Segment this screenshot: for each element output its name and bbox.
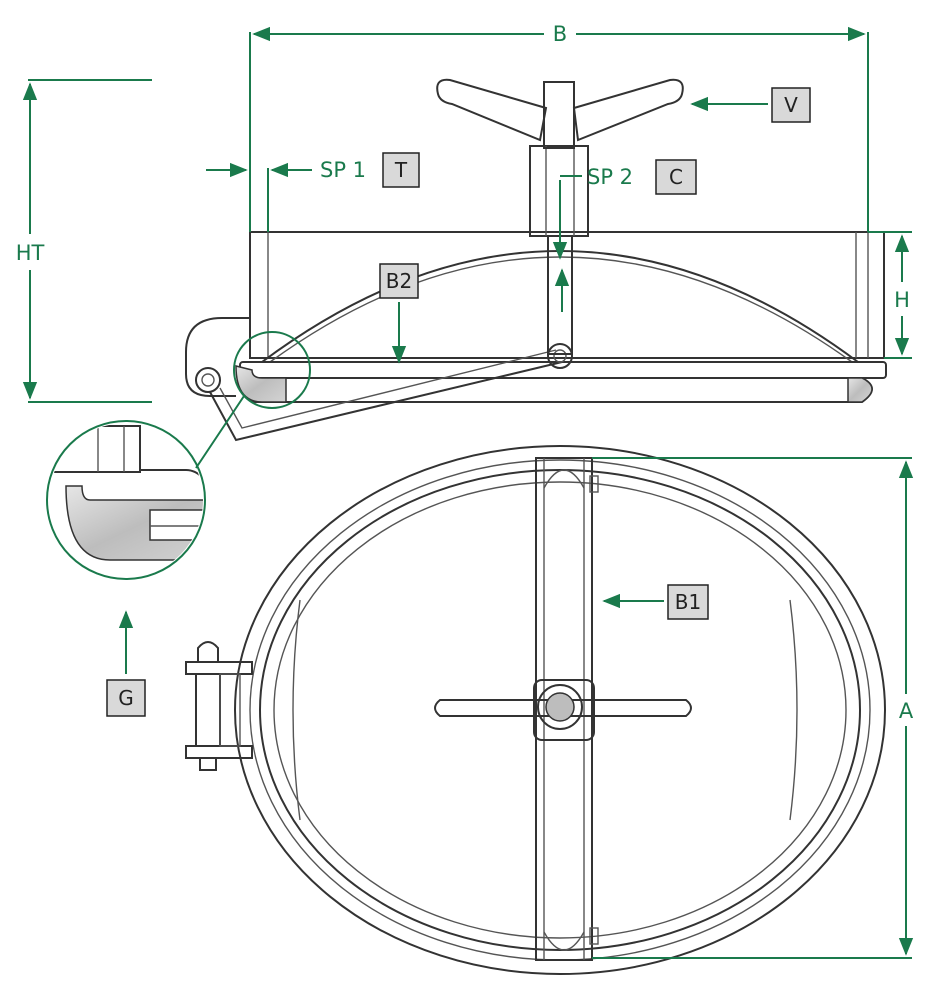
label-h: H (894, 288, 910, 312)
side-view (185, 78, 887, 442)
crossbar-tab-top (589, 475, 599, 493)
hinge-plate-bottom (185, 745, 253, 759)
dimensions (22, 26, 914, 959)
label-v: V (784, 93, 798, 117)
hub-block (533, 679, 595, 741)
swing-bar-inner (219, 349, 557, 429)
gasket-right (847, 377, 873, 403)
label-sp2: SP 2 (587, 165, 633, 189)
text-labels: B HT H A SP 1 SP 2 (16, 22, 914, 723)
cover-reflection-left (292, 599, 301, 821)
bar-pivot-outer (547, 343, 573, 369)
hub-center (545, 692, 575, 722)
crossbar-end-top (543, 469, 585, 489)
label-b1-box (667, 584, 709, 620)
label-sp1: SP 1 (320, 158, 366, 182)
hinge-plate-top (185, 661, 253, 675)
detail-marker-circle (233, 331, 311, 409)
crossbar-tab-bottom (589, 927, 599, 945)
dome-outer (261, 250, 859, 363)
gasket-detail (46, 331, 311, 580)
detail-gasket (65, 485, 203, 561)
label-g-box (106, 679, 146, 717)
cover-edge (273, 481, 847, 939)
hub-outer (537, 684, 583, 730)
cover-reflection-right (789, 599, 798, 821)
detail-leader (195, 395, 245, 469)
hinge-block (185, 317, 250, 397)
hinge-pin-body (195, 673, 221, 747)
hinge-knuckle (219, 673, 241, 747)
label-b: B (553, 22, 567, 46)
handwheel-arm-left (436, 78, 548, 142)
flange-bottom (240, 377, 873, 403)
label-t: T (394, 158, 408, 182)
hinge-pin-inner (201, 373, 215, 387)
handwheel-bar (434, 699, 692, 717)
label-a: A (899, 699, 914, 723)
crossbar-end-bottom (543, 931, 585, 951)
label-g: G (118, 686, 134, 710)
detail-dome (140, 469, 203, 489)
gasket-left (235, 365, 287, 403)
label-ht: HT (16, 241, 45, 265)
top-view (185, 445, 886, 975)
hinge-pin-head (197, 641, 219, 662)
hinge-pin-nut (199, 757, 217, 771)
label-c: C (669, 165, 683, 189)
label-b2-box (379, 263, 419, 299)
label-v-box (771, 87, 811, 123)
crossbar (535, 457, 593, 961)
outer-rim (234, 445, 886, 975)
hinge-pin-outer (195, 367, 221, 393)
swing-bar-outer (209, 361, 563, 442)
label-c-box (655, 159, 697, 195)
handwheel-hub (543, 81, 575, 149)
handwheel-arm-right (572, 78, 684, 142)
box-labels: T C V B2 B1 G (106, 87, 811, 717)
flange-top (239, 361, 887, 379)
bar-pivot-inner (553, 349, 567, 363)
label-t-box (382, 152, 420, 188)
label-b1: B1 (675, 590, 701, 614)
detail-circle (46, 420, 206, 580)
label-b2: B2 (386, 269, 412, 293)
collar-body (249, 231, 885, 359)
